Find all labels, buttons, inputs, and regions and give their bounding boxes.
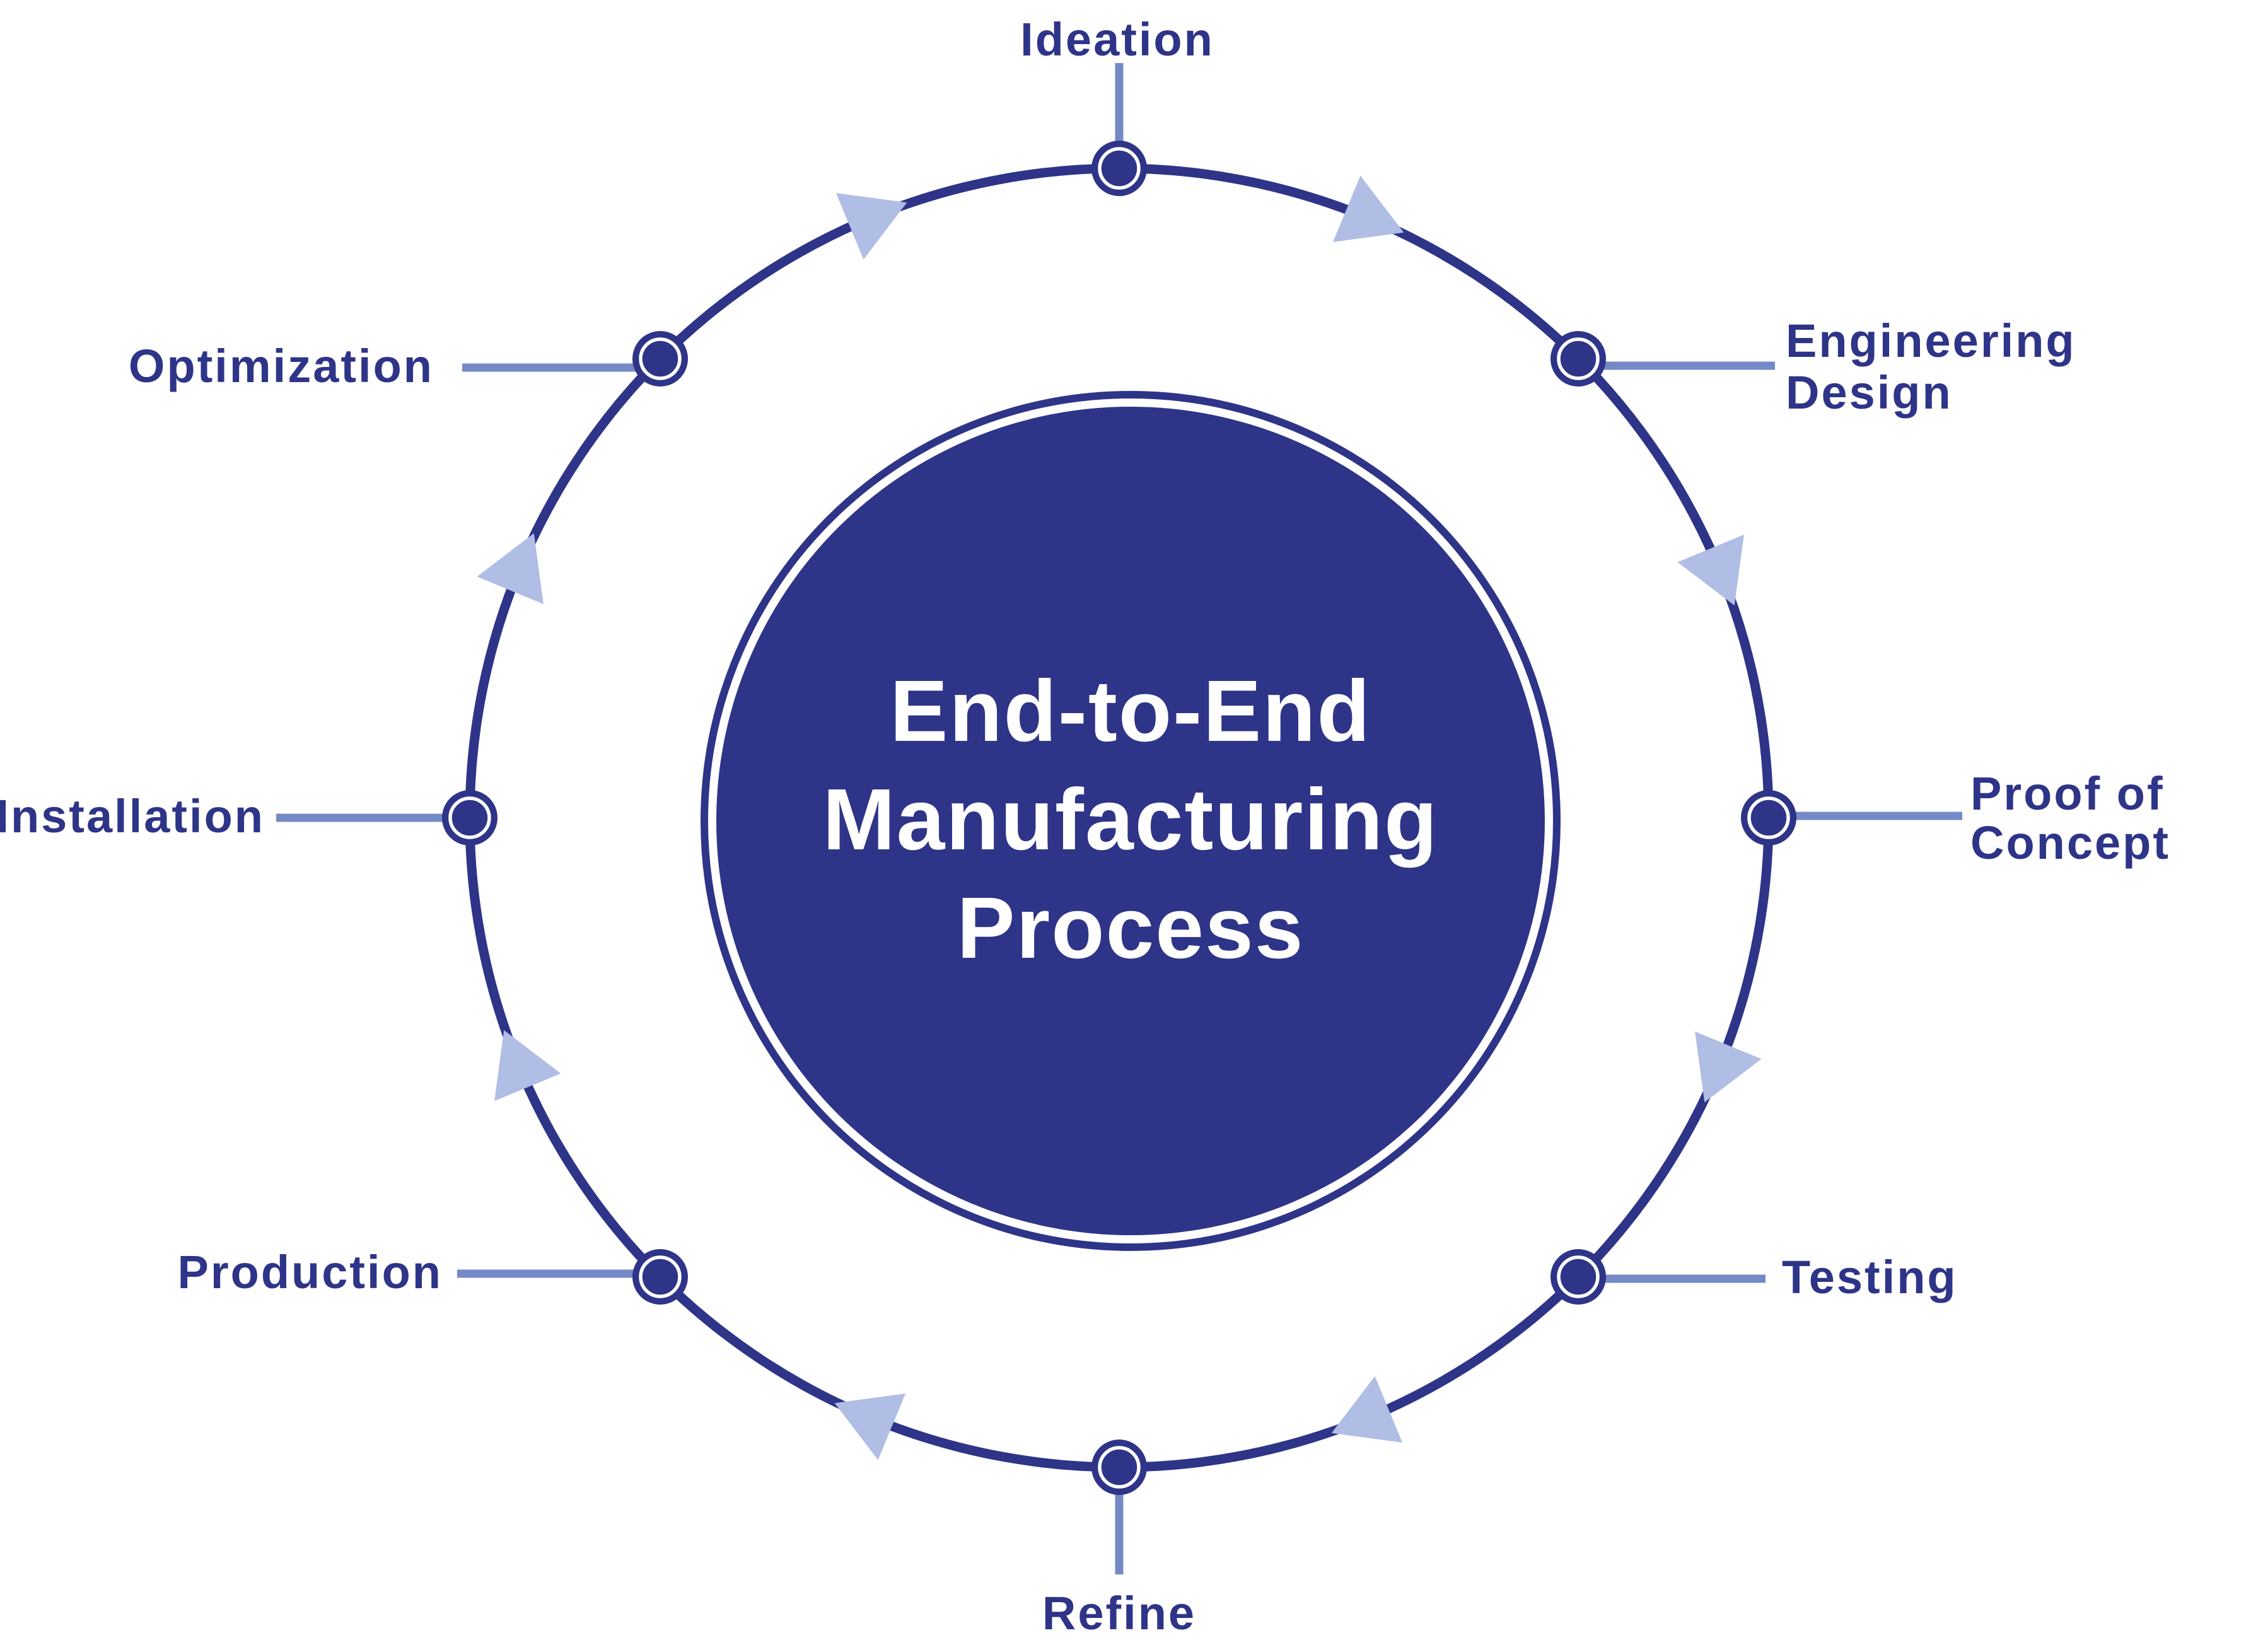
stage-label-testing: Testing	[1782, 1251, 1958, 1303]
node-ring	[1557, 1255, 1600, 1298]
stage-node-ideation	[1091, 141, 1147, 196]
stage-label-production: Production	[177, 1246, 443, 1298]
stage-node-engineering-design	[1550, 331, 1606, 387]
stage-label-refine: Refine	[1042, 1587, 1196, 1639]
center-disc-outline	[701, 391, 1561, 1251]
flow-arrow-optimization-to-ideation-icon	[835, 193, 907, 260]
flow-arrow-engineering-design-to-proof-of-concept-icon	[1677, 534, 1744, 606]
node-ring	[639, 337, 682, 380]
diagram-title-line-1: End-to-End	[890, 663, 1371, 760]
stage-node-refine	[1091, 1440, 1147, 1495]
node-ring	[448, 796, 491, 839]
flow-arrow-ideation-to-engineering-design-icon	[1332, 175, 1404, 242]
node-ring	[639, 1255, 682, 1298]
flow-arrows	[477, 175, 1762, 1460]
stage-labels: Ideation Engineering Design Proof of Con…	[0, 13, 2170, 1639]
flow-arrow-proof-of-concept-to-testing-icon	[1695, 1031, 1762, 1103]
flow-arrow-testing-to-refine-icon	[1331, 1376, 1403, 1443]
node-ring	[1557, 337, 1600, 380]
stage-label-engineering-design-line-1: Engineering	[1786, 315, 2076, 367]
node-ring	[1747, 796, 1790, 839]
stage-node-testing	[1550, 1249, 1606, 1305]
stage-node-optimization	[632, 331, 688, 387]
stage-node-installation	[442, 790, 497, 846]
stage-node-proof-of-concept	[1741, 790, 1796, 846]
flow-arrow-production-to-installation-icon	[494, 1030, 561, 1102]
diagram-title-line-3: Process	[957, 880, 1304, 977]
flow-arrow-refine-to-production-icon	[834, 1393, 906, 1460]
stage-node-production	[632, 1249, 688, 1305]
center-disc-fill	[716, 407, 1545, 1235]
node-ring	[1098, 147, 1141, 190]
stage-label-proof-of-concept-line-2: Concept	[1970, 817, 2170, 869]
stage-label-ideation: Ideation	[1020, 13, 1214, 66]
stage-label-engineering-design-line-2: Design	[1786, 366, 1953, 419]
diagram-title-line-2: Manufacturing	[823, 771, 1439, 868]
stage-label-optimization: Optimization	[129, 340, 434, 392]
node-ring	[1098, 1446, 1141, 1489]
stage-label-installation: Installation	[0, 790, 265, 842]
stage-label-proof-of-concept-line-1: Proof of	[1970, 767, 2165, 820]
center-disc: End-to-End Manufacturing Process	[701, 391, 1561, 1251]
stage-nodes	[442, 141, 1796, 1495]
flow-arrow-installation-to-optimization-icon	[477, 533, 544, 605]
